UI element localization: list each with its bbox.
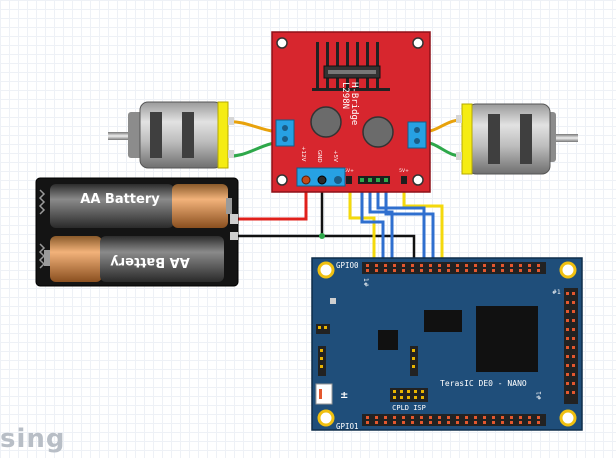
wires bbox=[225, 118, 467, 264]
hbridge-type-label: H-Bridge bbox=[349, 82, 359, 125]
pin-label-5v: +5V bbox=[332, 150, 338, 162]
fpga-chip bbox=[476, 306, 538, 372]
battery-cell-2: AA Battery bbox=[44, 236, 224, 282]
cpld-isp-header bbox=[390, 388, 428, 402]
control-header bbox=[346, 176, 407, 184]
battery-cell-1-label: AA Battery bbox=[80, 192, 160, 207]
motor-right bbox=[456, 103, 578, 175]
gpio0-header bbox=[362, 262, 546, 274]
motor-left bbox=[108, 101, 234, 169]
motor-terminal-right bbox=[407, 121, 427, 149]
svg-text:±: ± bbox=[340, 390, 348, 401]
pin1-label-left: 1# bbox=[362, 278, 369, 287]
wire-blue-in4 bbox=[384, 182, 435, 264]
pin1-label-right: #1 bbox=[536, 391, 543, 400]
wire-junction bbox=[319, 233, 325, 239]
battery-cell-1: AA Battery bbox=[50, 184, 232, 228]
gpio1-label: GPIO1 bbox=[336, 422, 359, 431]
pin1-label-top: #1 bbox=[552, 289, 561, 296]
wire-blue-in3 bbox=[376, 182, 426, 264]
gpio0-label: GPIO0 bbox=[336, 261, 359, 270]
board-title: TerasIC DE0 - NANO bbox=[440, 379, 527, 388]
power-terminal-block bbox=[296, 167, 346, 187]
wire-gnd-to-gpio bbox=[322, 234, 416, 264]
pin-label-gnd: GND bbox=[316, 150, 322, 163]
wire-blue-in1 bbox=[360, 182, 385, 264]
battery-cell-2-label: AA Battery bbox=[110, 254, 190, 269]
watermark-text: sing bbox=[0, 424, 66, 454]
battery-pack: AA Battery AA Battery bbox=[35, 177, 239, 287]
wire-battery-red bbox=[236, 182, 308, 221]
hbridge-model-label: L298N bbox=[340, 82, 350, 109]
heatsink bbox=[312, 42, 390, 91]
pin-label-5v-small-right: 5V+ bbox=[399, 168, 409, 174]
memory-chip bbox=[424, 310, 462, 332]
cpld-isp-label: CPLD ISP bbox=[392, 404, 426, 412]
pin-label-12v: +12V bbox=[300, 146, 306, 162]
wire-blue-in2 bbox=[368, 182, 394, 264]
motor-terminal-left bbox=[275, 119, 295, 147]
l298n-hbridge: L298N H-Bridge +12V GND +5V 5V+ 5V+ bbox=[271, 31, 431, 193]
pin-label-5v-small-left: 5V+ bbox=[344, 168, 354, 174]
power-connector bbox=[315, 383, 333, 405]
gpio1-header bbox=[362, 414, 546, 426]
small-chip bbox=[378, 330, 398, 350]
de0-nano-board: GPIO0 1# bbox=[311, 257, 583, 431]
side-header bbox=[564, 288, 578, 404]
wire-yellow-enb bbox=[402, 182, 444, 264]
